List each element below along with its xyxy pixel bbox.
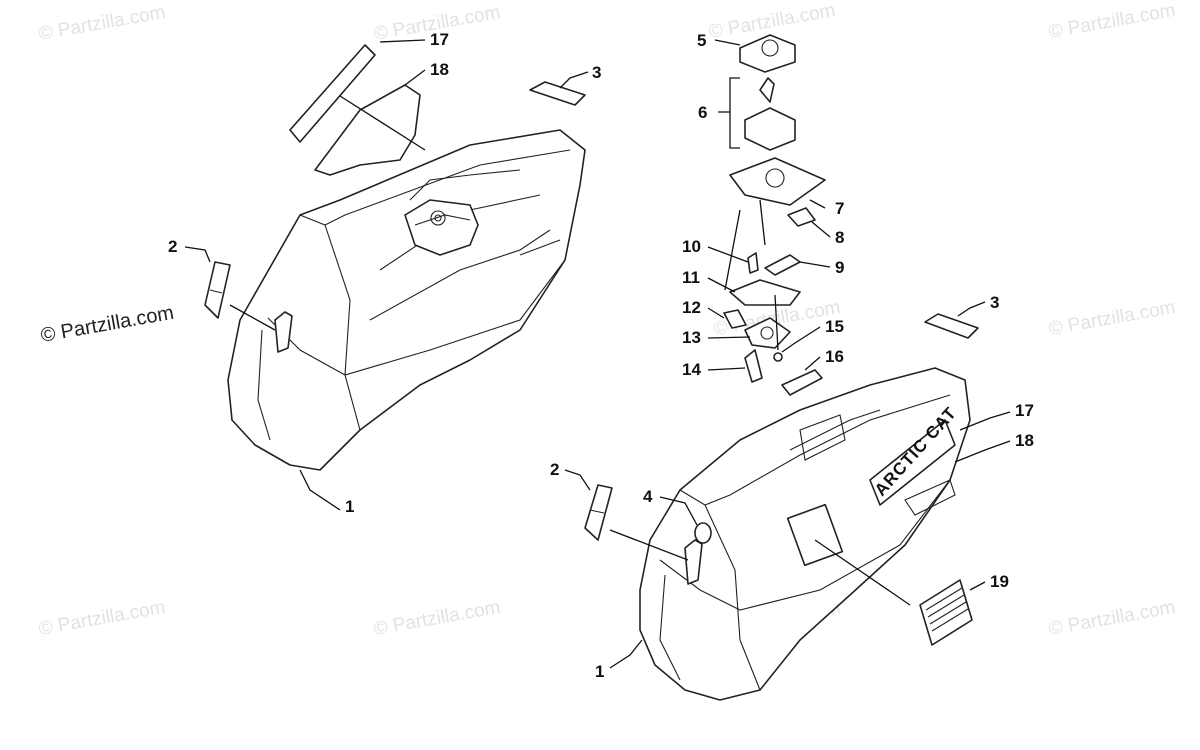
callout-8[interactable]: 8 — [835, 228, 844, 247]
saddlebag-left[interactable] — [227, 129, 586, 471]
callout-2-left[interactable]: 2 — [168, 237, 177, 256]
decal-18-left[interactable] — [314, 84, 421, 176]
callout-2-right[interactable]: 2 — [550, 460, 559, 479]
latch-frame-11[interactable] — [729, 279, 801, 306]
hinge-clip-left[interactable] — [204, 261, 231, 319]
grip-16[interactable] — [781, 369, 823, 396]
callout-5[interactable]: 5 — [697, 31, 706, 50]
callout-10[interactable]: 10 — [682, 237, 701, 256]
callout-numbers: 1 1 2 2 3 3 4 5 6 7 8 9 10 11 12 13 14 1… — [168, 30, 1034, 681]
lock-housing-left[interactable] — [404, 199, 479, 256]
pin-10[interactable] — [747, 252, 759, 274]
catch-14[interactable] — [744, 349, 763, 383]
callout-18-left[interactable]: 18 — [430, 60, 449, 79]
callout-16[interactable]: 16 — [825, 347, 844, 366]
lock-cap-5[interactable] — [739, 34, 796, 73]
callout-14[interactable]: 14 — [682, 360, 701, 379]
watermark-prominent: © Partzilla.com — [39, 302, 176, 347]
knob-right[interactable] — [694, 522, 712, 544]
warning-label-19[interactable] — [919, 579, 973, 646]
callout-11[interactable]: 11 — [682, 268, 700, 287]
callout-15[interactable]: 15 — [825, 317, 844, 336]
watermark: © Partzilla.com — [1047, 0, 1177, 43]
callout-17-left[interactable]: 17 — [430, 30, 449, 49]
callout-18-right[interactable]: 18 — [1015, 431, 1034, 450]
spring-12[interactable] — [723, 309, 747, 329]
handle-pad-right[interactable] — [924, 313, 979, 339]
watermark: © Partzilla.com — [1047, 597, 1177, 640]
lock-base-plate-7[interactable] — [729, 157, 826, 206]
handle-pad-top[interactable] — [529, 81, 586, 106]
latch-plate-right[interactable] — [684, 539, 703, 585]
callout-1-left[interactable]: 1 — [345, 497, 354, 516]
leader-lines — [184, 39, 1011, 669]
callout-19[interactable]: 19 — [990, 572, 1009, 591]
watermark: © Partzilla.com — [372, 597, 502, 640]
callout-9[interactable]: 9 — [835, 258, 844, 277]
watermarks: © Partzilla.com © Partzilla.com © Partzi… — [37, 0, 1177, 640]
callout-3-right[interactable]: 3 — [990, 293, 999, 312]
callout-6[interactable]: 6 — [698, 103, 707, 122]
hinge-clip-right[interactable] — [584, 484, 613, 541]
plate-13[interactable] — [744, 317, 791, 349]
latch-plate-left[interactable] — [274, 311, 293, 353]
decal-17-left[interactable] — [289, 44, 376, 143]
screw-15[interactable] — [773, 352, 783, 362]
watermark: © Partzilla.com — [1047, 297, 1177, 340]
callout-7[interactable]: 7 — [835, 199, 844, 218]
bracket-9[interactable] — [764, 254, 801, 276]
lock-cylinder-6[interactable] — [744, 77, 796, 151]
callout-3-top[interactable]: 3 — [592, 63, 601, 82]
callout-4[interactable]: 4 — [643, 487, 653, 506]
watermark: © Partzilla.com — [37, 597, 167, 640]
spring-clip-8[interactable] — [787, 207, 816, 227]
callout-1-right[interactable]: 1 — [595, 662, 604, 681]
reflector-right[interactable] — [786, 503, 844, 567]
callout-12[interactable]: 12 — [682, 298, 701, 317]
watermark: © Partzilla.com — [37, 2, 167, 45]
callout-13[interactable]: 13 — [682, 328, 701, 347]
callout-17-right[interactable]: 17 — [1015, 401, 1034, 420]
